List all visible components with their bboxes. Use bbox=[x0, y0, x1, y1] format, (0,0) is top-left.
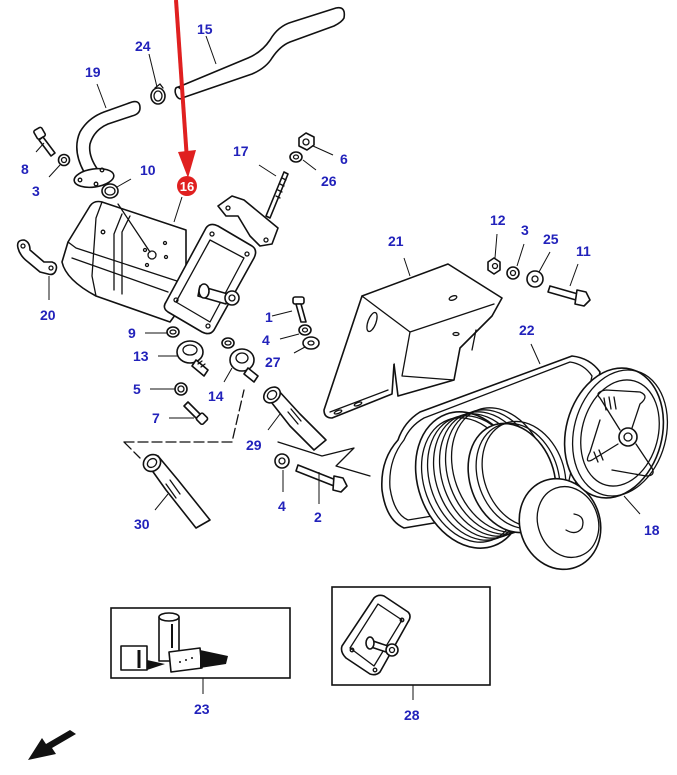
callout-4b[interactable]: 4 bbox=[278, 498, 286, 514]
callout-1[interactable]: 1 bbox=[265, 309, 273, 325]
arrow-down-icon bbox=[174, 0, 189, 161]
callout-22[interactable]: 22 bbox=[519, 322, 535, 338]
callout-25[interactable]: 25 bbox=[543, 231, 559, 247]
callout-11[interactable]: 11 bbox=[576, 243, 591, 259]
callout-14[interactable]: 14 bbox=[208, 388, 224, 404]
bolt-2[interactable] bbox=[295, 464, 348, 493]
highlight-pointer bbox=[174, 0, 196, 178]
callout-6[interactable]: 6 bbox=[340, 151, 348, 167]
o-ring-10[interactable] bbox=[101, 183, 119, 199]
callout-28[interactable]: 28 bbox=[404, 707, 420, 723]
callout-15[interactable]: 15 bbox=[197, 21, 213, 37]
break-line bbox=[277, 441, 371, 477]
bolt-7[interactable] bbox=[183, 401, 209, 426]
bolt-8[interactable] bbox=[33, 126, 56, 157]
pipe-15[interactable] bbox=[174, 6, 346, 100]
callout-16: 16 bbox=[180, 179, 194, 194]
bolt-1[interactable] bbox=[292, 296, 307, 323]
callout-9[interactable]: 9 bbox=[128, 325, 136, 341]
hose-30[interactable] bbox=[140, 451, 211, 529]
washer-4a[interactable] bbox=[298, 324, 312, 336]
multi-groove-pulley[interactable] bbox=[397, 394, 613, 581]
lock-washer-3b[interactable] bbox=[506, 266, 520, 280]
callout-12[interactable]: 12 bbox=[490, 212, 506, 228]
washer-9[interactable] bbox=[166, 326, 180, 338]
arrow-down-left-icon bbox=[28, 730, 76, 760]
callout-7[interactable]: 7 bbox=[152, 410, 160, 426]
hose-clamp-24[interactable] bbox=[150, 83, 166, 105]
plate-20[interactable] bbox=[16, 239, 58, 276]
callout-5[interactable]: 5 bbox=[133, 381, 141, 397]
callout-27[interactable]: 27 bbox=[265, 354, 281, 370]
nut-6[interactable] bbox=[298, 132, 315, 151]
callout-3b[interactable]: 3 bbox=[521, 222, 529, 238]
callout-10[interactable]: 10 bbox=[140, 162, 156, 178]
callout-19[interactable]: 19 bbox=[85, 64, 101, 80]
callout-13[interactable]: 13 bbox=[133, 348, 149, 364]
hose-29[interactable] bbox=[261, 384, 327, 451]
leader-lines bbox=[35, 35, 641, 700]
stud-17[interactable] bbox=[265, 171, 289, 219]
banjo-fitting-13[interactable] bbox=[176, 340, 209, 377]
nut-5[interactable] bbox=[174, 382, 188, 396]
callout-8[interactable]: 8 bbox=[21, 161, 29, 177]
bracket-21[interactable] bbox=[323, 263, 503, 419]
nut-4b[interactable] bbox=[274, 453, 290, 469]
washer-25[interactable] bbox=[526, 270, 544, 288]
callout-labels: 1 2 3 3 4 4 5 6 7 8 9 10 11 12 13 14 15 … bbox=[21, 21, 660, 723]
hydraulic-pump-16[interactable] bbox=[61, 200, 257, 335]
bolt-11[interactable] bbox=[547, 285, 591, 307]
callout-21[interactable]: 21 bbox=[388, 233, 404, 249]
callout-4a[interactable]: 4 bbox=[262, 332, 270, 348]
washer-26[interactable] bbox=[289, 151, 303, 163]
routing-line bbox=[123, 389, 245, 459]
callout-24[interactable]: 24 bbox=[135, 38, 151, 54]
callout-23[interactable]: 23 bbox=[194, 701, 210, 717]
pulley-18[interactable] bbox=[551, 357, 677, 509]
washer-14a[interactable] bbox=[221, 337, 235, 349]
callout-20[interactable]: 20 bbox=[40, 307, 56, 323]
callout-3a[interactable]: 3 bbox=[32, 183, 40, 199]
banjo-fitting-14[interactable] bbox=[229, 348, 259, 383]
washer-3[interactable] bbox=[57, 153, 71, 167]
nut-12[interactable] bbox=[487, 257, 501, 275]
elbow-hose-19[interactable] bbox=[73, 100, 141, 190]
callout-29[interactable]: 29 bbox=[246, 437, 262, 453]
washer-27[interactable] bbox=[302, 336, 320, 350]
callout-18[interactable]: 18 bbox=[644, 522, 660, 538]
callout-30[interactable]: 30 bbox=[134, 516, 150, 532]
highlight-badge-16[interactable]: 16 bbox=[177, 176, 197, 196]
bracket-plate[interactable] bbox=[217, 195, 279, 247]
inset-flange-kit-28[interactable] bbox=[331, 586, 491, 686]
callout-17[interactable]: 17 bbox=[233, 143, 249, 159]
callout-2[interactable]: 2 bbox=[314, 509, 322, 525]
callout-26[interactable]: 26 bbox=[321, 173, 337, 189]
inset-sealant-kit-23[interactable] bbox=[110, 607, 291, 679]
